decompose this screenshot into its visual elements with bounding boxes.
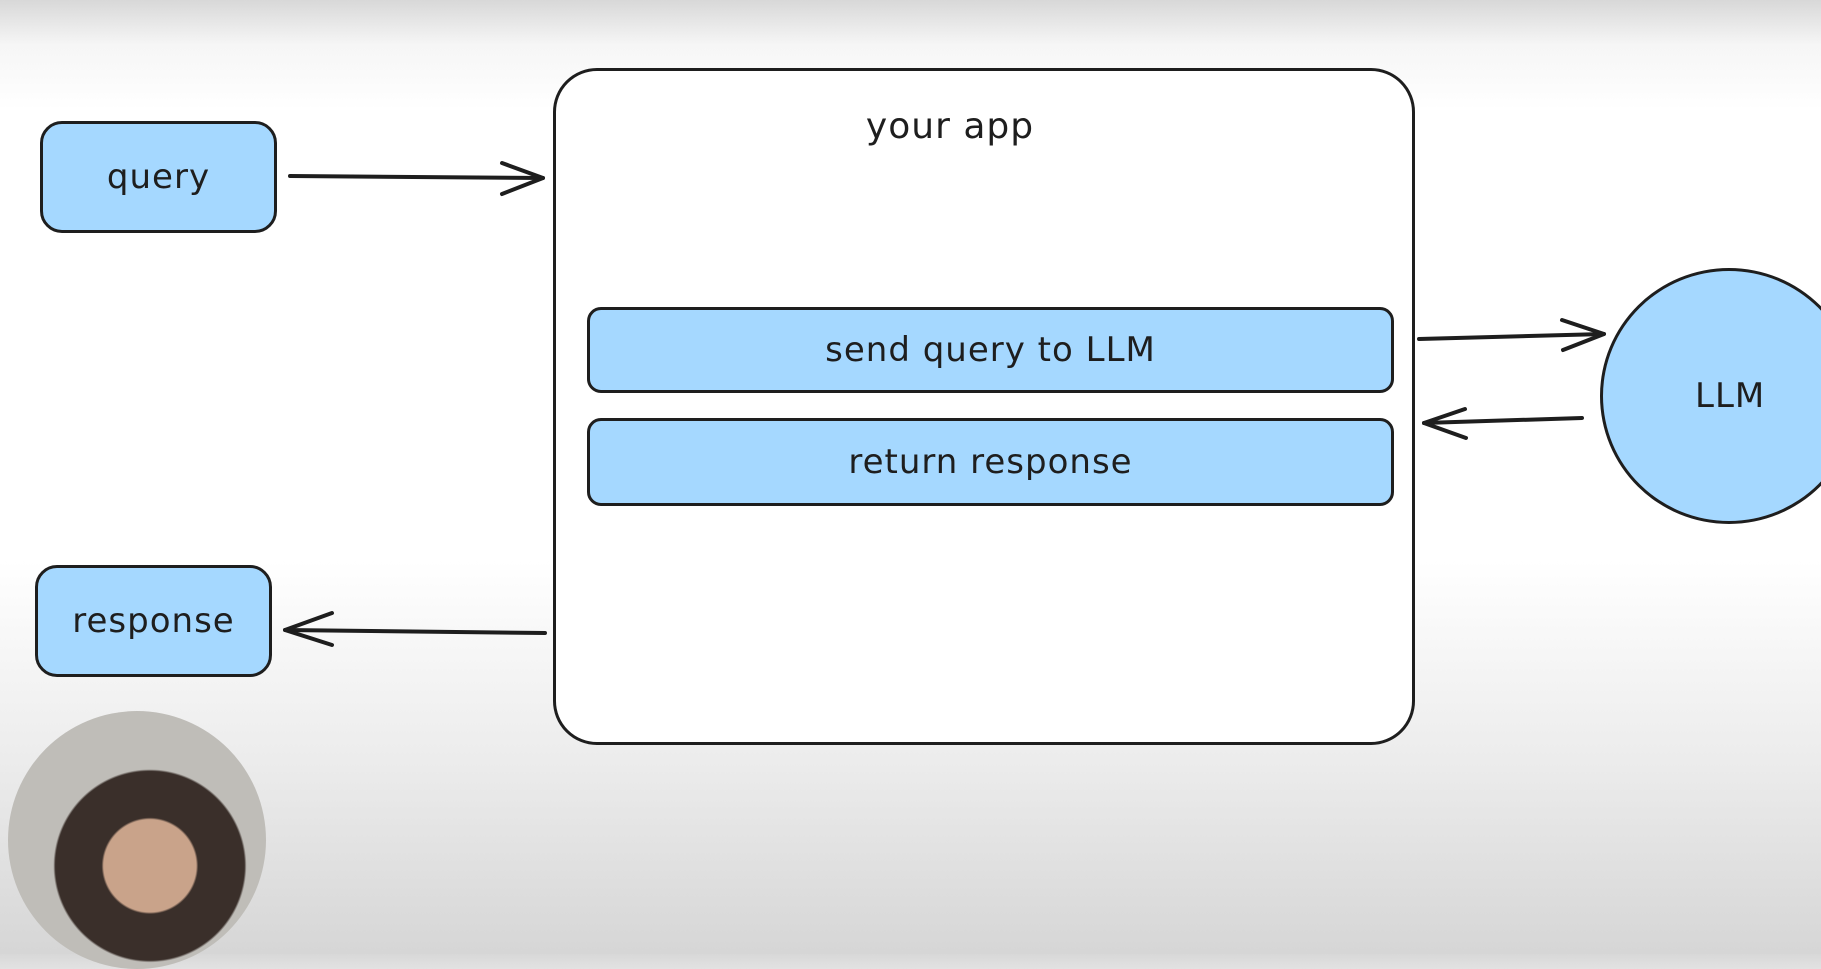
app-to-response-arrow — [283, 611, 547, 647]
presenter-webcam — [8, 711, 266, 969]
query-to-app-arrow — [288, 161, 545, 196]
query-label: query — [106, 157, 211, 197]
app-label: your app — [865, 106, 1035, 147]
llm-label: LLM — [1695, 376, 1766, 416]
response-label: response — [72, 601, 235, 641]
app-to-llm-arrow — [1417, 318, 1606, 352]
return-response-label: return response — [848, 442, 1133, 482]
app-container — [553, 68, 1415, 745]
return-response-step: return response — [587, 418, 1394, 506]
send-query-label: send query to LLM — [825, 330, 1156, 370]
query-node: query — [40, 121, 277, 233]
response-node: response — [35, 565, 272, 677]
llm-to-app-arrow — [1422, 407, 1584, 440]
llm-node: LLM — [1600, 268, 1821, 524]
send-query-step: send query to LLM — [587, 307, 1394, 393]
